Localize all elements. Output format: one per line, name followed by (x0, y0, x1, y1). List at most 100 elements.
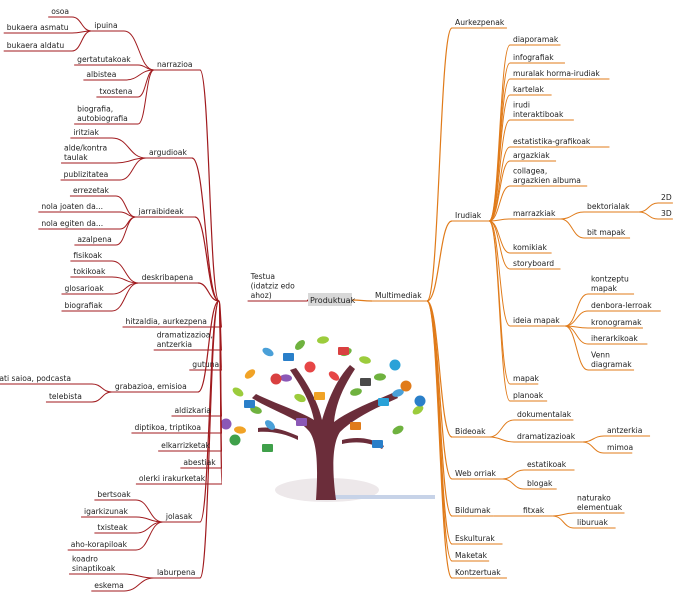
connector (488, 220, 511, 327)
node-irrati-saioa-podcasta[interactable]: irrati saioa, podcasta (0, 374, 92, 385)
node-bit-mapak[interactable]: bit mapak (584, 228, 631, 239)
node-aurkezpenak[interactable]: Aurkezpenak (452, 18, 507, 29)
node-bukaera-aldatu[interactable]: bukaera aldatu (3, 41, 72, 52)
node-errezetak[interactable]: errezetak (69, 186, 116, 197)
node-aldizkaria[interactable]: aldizkaria (171, 406, 223, 417)
node-narrazioa[interactable]: narrazioa (153, 60, 200, 71)
node-antzerkia[interactable]: antzerkia (604, 426, 651, 437)
node-liburuak[interactable]: liburuak (574, 518, 616, 529)
node-biografia-autobiografia[interactable]: biografia,autobiografia (74, 105, 138, 125)
node-denbora-lerroak[interactable]: denbora-lerroak (588, 301, 661, 312)
svg-text:narrazioa: narrazioa (157, 60, 193, 69)
node-mapak[interactable]: mapak (510, 374, 540, 385)
node-estatikoak[interactable]: estatikoak (524, 460, 575, 471)
svg-text:laburpena: laburpena (157, 568, 195, 577)
node-grabazioa-emisioa[interactable]: grabazioa, emisioa (111, 382, 198, 393)
node-storyboard[interactable]: storyboard (510, 259, 561, 270)
node-nola-joaten-da[interactable]: nola joaten da... (38, 202, 120, 213)
svg-text:gutuna: gutuna (192, 360, 219, 369)
node-bideoak[interactable]: Bideoak (452, 427, 490, 438)
node-jolasak[interactable]: jolasak (162, 512, 200, 523)
node-maketak[interactable]: Maketak (452, 551, 490, 562)
node-ideia-mapak[interactable]: ideia mapak (510, 316, 565, 327)
node-elkarrizketak[interactable]: elkarrizketak (158, 441, 222, 452)
monitor-icon (283, 353, 294, 361)
node-kartelak[interactable]: kartelak (510, 85, 552, 96)
node-eskema[interactable]: eskema (91, 581, 124, 592)
node-biografiak[interactable]: biografiak (61, 301, 113, 312)
node-kontzertuak[interactable]: Kontzertuak (452, 568, 507, 579)
node-diptikoa-triptikoa[interactable]: diptikoa, triptikoa (131, 423, 222, 434)
connector (582, 441, 605, 454)
node-3d[interactable]: 3D (658, 209, 673, 220)
node-iherarkikoak[interactable]: iherarkikoak (588, 334, 648, 345)
node-fisikoak[interactable]: fisikoak (70, 251, 112, 262)
node-olerki-irakurketak[interactable]: olerki irakurketak (135, 474, 222, 485)
node-multimediak[interactable]: Multimediak (372, 291, 427, 302)
node-bukaera-asmatu[interactable]: bukaera asmatu (3, 23, 72, 34)
node-iritziak[interactable]: iritziak (70, 128, 112, 139)
node-gutuna[interactable]: gutuna (189, 360, 222, 371)
node-eskulturak[interactable]: Eskulturak (452, 534, 503, 545)
node-fitxak[interactable]: fitxak (520, 506, 553, 517)
node-deskribapena[interactable]: deskribapena (138, 273, 198, 284)
node-2d[interactable]: 2D (658, 193, 673, 204)
node-blogak[interactable]: blogak (524, 479, 557, 490)
root-node[interactable]: Produktuak (308, 293, 356, 306)
node-osoa[interactable]: osoa (48, 7, 72, 18)
node-dramatizazioa-antzerkia[interactable]: dramatizazioa,antzerkia (153, 331, 222, 351)
node-laburpena[interactable]: laburpena (153, 568, 200, 579)
node-muralak-horma-irudiak[interactable]: muralak horma-irudiak (510, 69, 610, 80)
node-estatistika-grafikoak[interactable]: estatistika-grafikoak (510, 137, 610, 148)
node-nola-egiten-da[interactable]: nola egiten da... (38, 219, 120, 230)
node-igarkizunak[interactable]: igarkizunak (81, 507, 136, 518)
node-collagea-argazkien-albuma[interactable]: collagea,argazkien albuma (510, 167, 588, 187)
node-text-line: koadro (72, 555, 98, 564)
connector (197, 282, 220, 302)
node-marrazkiak[interactable]: marrazkiak (510, 209, 561, 220)
connector (489, 436, 515, 443)
node-jarraibideak[interactable]: jarraibideak (135, 207, 195, 218)
node-hitzaldia-aurkezpena[interactable]: hitzaldia, aurkezpena (122, 317, 222, 328)
node-dramatizazioak[interactable]: dramatizazioak (514, 432, 583, 443)
node-abestiak[interactable]: abestiak (180, 458, 222, 469)
node-argazkiak[interactable]: argazkiak (510, 151, 557, 162)
svg-text:estatistika-grafikoak: estatistika-grafikoak (513, 137, 591, 146)
leaf-icon (295, 340, 305, 350)
node-bildumak[interactable]: Bildumak (452, 506, 494, 517)
node-gertatutakoak[interactable]: gertatutakoak (74, 55, 138, 66)
node-telebista[interactable]: telebista (45, 392, 92, 403)
node-text-line: naturako (577, 494, 611, 503)
node-planoak[interactable]: planoak (510, 391, 548, 402)
node-glosarioak[interactable]: glosarioak (61, 284, 113, 295)
node-infografiak[interactable]: infografiak (510, 53, 565, 64)
node-txostena[interactable]: txostena (96, 87, 138, 98)
node-kronogramak[interactable]: kronogramak (588, 318, 643, 329)
node-tokikoak[interactable]: tokikoak (70, 267, 112, 278)
node-publizitatea[interactable]: publizitatea (60, 170, 120, 181)
node-txisteak[interactable]: txisteak (94, 523, 136, 534)
node-aho-korapiloak[interactable]: aho-korapiloak (67, 540, 136, 551)
node-ipuina[interactable]: ipuina (91, 21, 124, 32)
tree-illustration (220, 336, 435, 502)
node-web-orriak[interactable]: Web orriak (452, 469, 503, 480)
node-albistea[interactable]: albistea (83, 70, 125, 81)
node-azalpena[interactable]: azalpena (74, 235, 116, 246)
connector (564, 293, 589, 327)
node-irudiak[interactable]: Irudiak (452, 211, 490, 222)
node-bektorialak[interactable]: bektorialak (584, 202, 639, 213)
leaf-icon (294, 393, 306, 403)
node-dokumentalak[interactable]: dokumentalak (514, 410, 574, 421)
node-argudioak[interactable]: argudioak (145, 148, 192, 159)
node-bertsoak[interactable]: bertsoak (94, 490, 136, 501)
node-mimoa[interactable]: mimoa (604, 443, 633, 454)
node-komikiak[interactable]: komikiak (510, 243, 552, 254)
node-diaporamak[interactable]: diaporamak (510, 35, 561, 46)
